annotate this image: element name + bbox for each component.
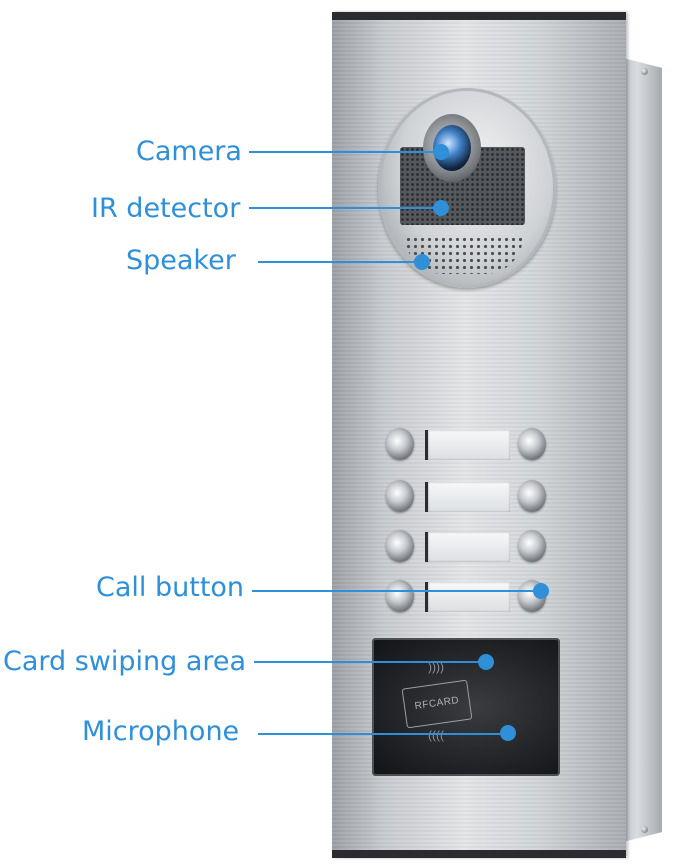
mounting-screw (641, 826, 648, 833)
microphone-marker (500, 725, 516, 741)
camera-marker (433, 144, 449, 160)
microphone-label: Microphone (82, 716, 240, 747)
name-plate (425, 482, 510, 512)
call-button-leader-line (252, 590, 538, 592)
card-swiping-marker (478, 654, 494, 670)
name-plate (425, 430, 510, 460)
signal-wave-icon: (((( (428, 728, 444, 742)
call-button[interactable] (386, 480, 414, 512)
call-button[interactable] (386, 530, 414, 562)
call-button-label: Call button (96, 572, 245, 603)
microphone-leader-line (258, 733, 506, 735)
name-plate (425, 582, 510, 612)
speaker-label: Speaker (126, 245, 236, 276)
name-plate (425, 532, 510, 562)
call-button[interactable] (518, 530, 546, 562)
speaker-leader-line (258, 261, 418, 263)
call-button-marker (533, 583, 549, 599)
ir-detector-marker (433, 200, 449, 216)
ir-detector-label: IR detector (91, 193, 241, 224)
speaker-marker (414, 254, 430, 270)
call-button[interactable] (518, 480, 546, 512)
ir-detector-leader-line (249, 207, 439, 209)
mounting-screw (641, 68, 648, 75)
call-button[interactable] (386, 580, 414, 612)
card-swiping-area-label: Card swiping area (3, 646, 247, 677)
camera-leader-line (249, 151, 439, 153)
call-button[interactable] (386, 428, 414, 460)
card-swiping-leader-line (254, 661, 482, 663)
call-button[interactable] (518, 428, 546, 460)
camera-label: Camera (136, 136, 242, 167)
signal-wave-icon: )))) (428, 660, 444, 674)
